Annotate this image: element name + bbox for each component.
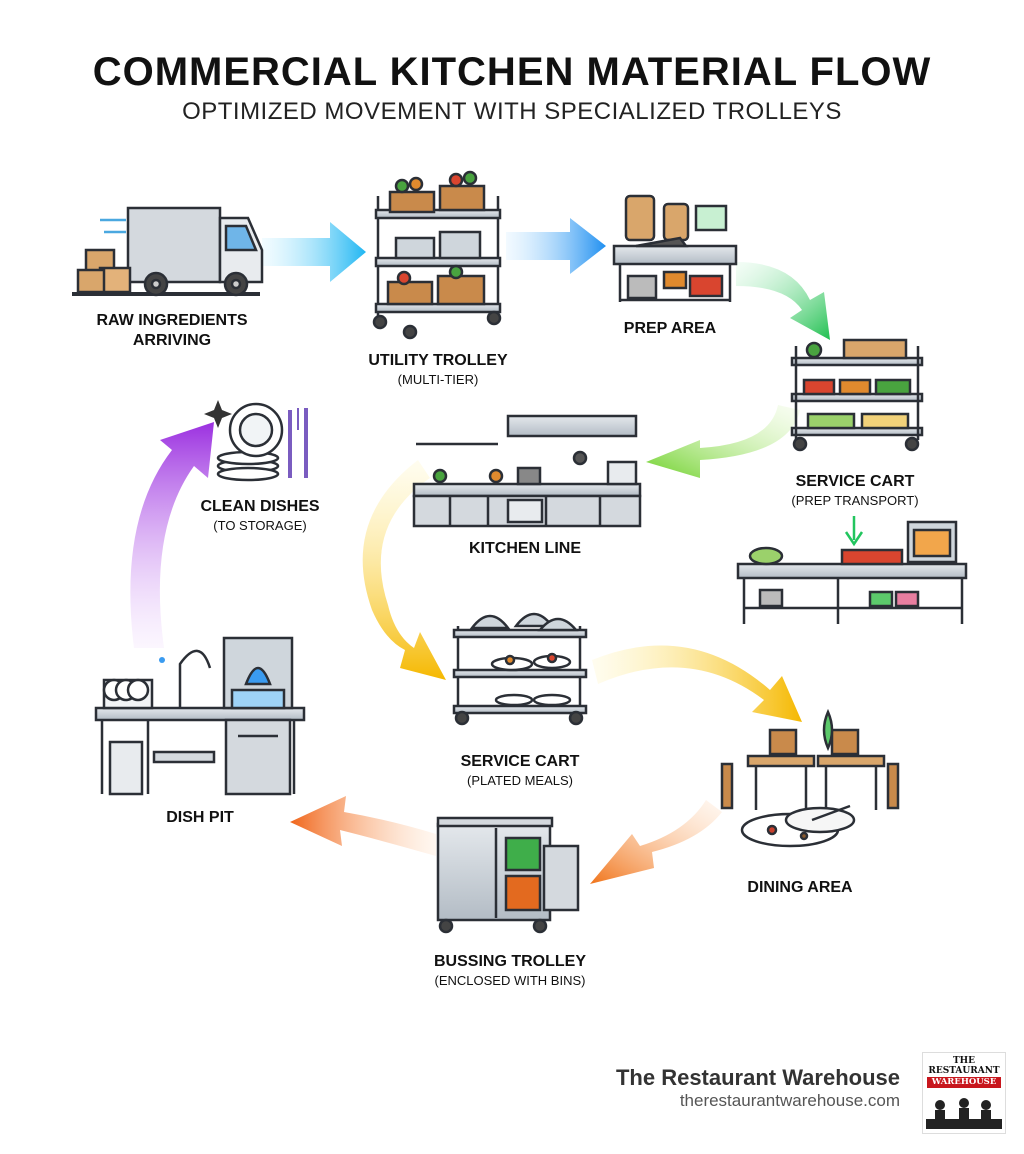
label-bussing-name: BUSSING TROLLEY [433, 953, 586, 970]
utility-trolley-icon [372, 170, 502, 340]
brand-url: therestaurantwarehouse.com [679, 1091, 900, 1110]
label-bussing-trolley: BUSSING TROLLEY (ENCLOSED WITH BINS) [400, 952, 620, 990]
label-raw-line1: RAW INGREDIENTS [96, 312, 248, 329]
label-dining-name: DINING AREA [747, 879, 853, 896]
label-service-plated-name: SERVICE CART [460, 753, 580, 770]
label-clean-name: CLEAN DISHES [200, 498, 320, 515]
prep-counter-icon [736, 516, 968, 624]
arrow-service-to-kitchenline [646, 405, 800, 478]
clean-dishes-icon [204, 400, 308, 482]
label-service-prep-sub: (PREP TRANSPORT) [791, 493, 919, 508]
service-cart-icon [790, 338, 924, 452]
label-prep-name: PREP AREA [623, 320, 717, 337]
arrow-dining-to-bussing [590, 800, 722, 884]
label-service-cart-plated: SERVICE CART (PLATED MEALS) [420, 752, 620, 790]
dining-table-icon [720, 708, 900, 848]
bussing-trolley-icon [436, 816, 580, 934]
page-title: COMMERCIAL KITCHEN MATERIAL FLOW [92, 50, 932, 94]
arrow-dishpit-to-clean [130, 422, 214, 648]
arrow-raw-to-utility [262, 222, 366, 282]
label-utility-sub: (MULTI-TIER) [397, 372, 479, 387]
brand-logo: THE RESTAURANT WAREHOUSE [922, 1052, 1006, 1134]
label-raw-ingredients: RAW INGREDIENTS ARRIVING [62, 311, 282, 351]
label-service-plated-sub: (PLATED MEALS) [467, 773, 573, 788]
arrow-plated-to-dining [592, 645, 802, 722]
logo-line-3: WAREHOUSE [927, 1077, 1001, 1088]
arrow-prep-to-service [736, 262, 830, 340]
logo-line-1: THE [952, 1056, 976, 1066]
logo-line-2: RESTAURANT [928, 1066, 1000, 1076]
label-bussing-sub: (ENCLOSED WITH BINS) [434, 973, 586, 988]
label-service-cart-prep: SERVICE CART (PREP TRANSPORT) [760, 472, 950, 510]
dish-pit-icon [94, 636, 306, 796]
brand-name: The Restaurant Warehouse [615, 1065, 900, 1090]
label-prep-area: PREP AREA [590, 319, 750, 339]
label-clean-sub: (TO STORAGE) [213, 518, 307, 533]
kitchen-line-icon [412, 414, 642, 528]
plated-cart-icon [452, 612, 588, 726]
arrow-utility-to-prep [506, 218, 606, 274]
arrow-kitchenline-to-plated [362, 460, 446, 680]
label-dining-area: DINING AREA [720, 878, 880, 898]
logo-silhouette-icon [926, 1098, 1002, 1129]
arrow-bussing-to-dishpit [290, 796, 436, 856]
label-dish-pit: DISH PIT [130, 808, 270, 828]
label-clean-dishes: CLEAN DISHES (TO STORAGE) [180, 497, 340, 535]
prep-table-icon [612, 194, 738, 302]
label-service-prep-name: SERVICE CART [795, 473, 915, 490]
page-subtitle: OPTIMIZED MOVEMENT WITH SPECIALIZED TROL… [182, 98, 842, 125]
delivery-truck-icon [72, 206, 264, 297]
label-dish-pit-name: DISH PIT [166, 809, 234, 826]
label-kitchen-line-name: KITCHEN LINE [469, 540, 581, 557]
label-raw-line2: ARRIVING [132, 332, 212, 349]
label-utility-trolley: UTILITY TROLLEY (MULTI-TIER) [338, 351, 538, 389]
label-kitchen-line: KITCHEN LINE [440, 539, 610, 559]
label-utility-name: UTILITY TROLLEY [368, 352, 508, 369]
